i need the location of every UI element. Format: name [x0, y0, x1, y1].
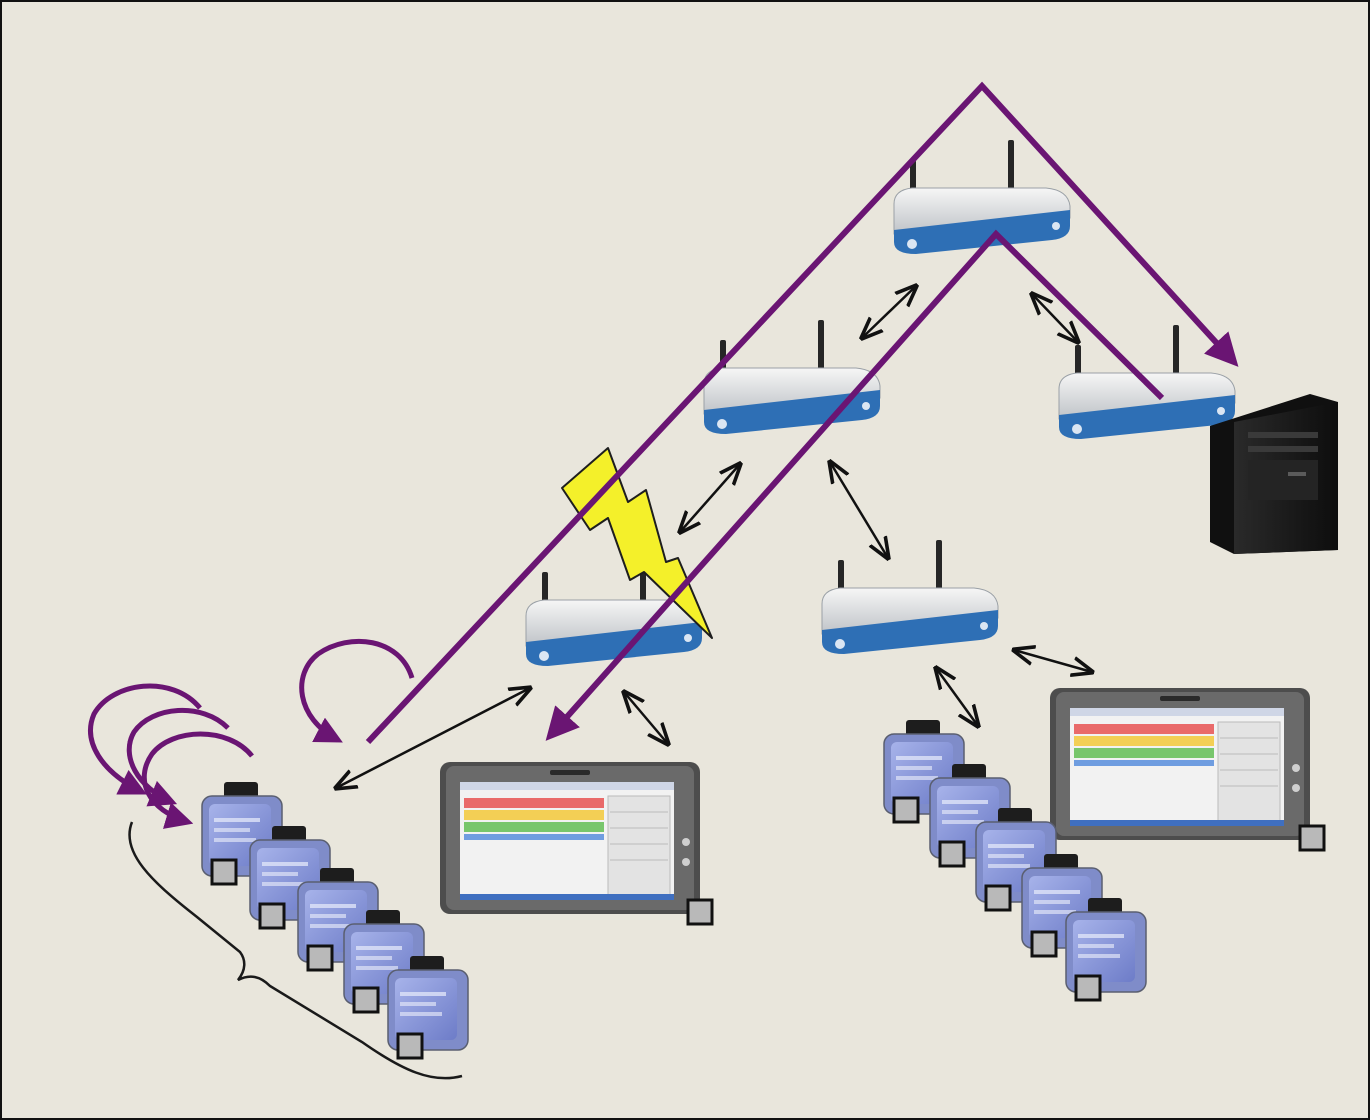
tablet-left-tag: [686, 898, 714, 926]
path-inner: [545, 229, 1165, 741]
routing-paths: [365, 81, 1239, 745]
device-group-left: [200, 780, 470, 1060]
router-middle: [703, 319, 881, 435]
server-icon: [1210, 394, 1338, 554]
retry-loops: [88, 639, 415, 829]
tablet-right-tag: [1298, 824, 1326, 852]
retry-loop-main: [299, 639, 415, 743]
retry-loop-1: [88, 683, 202, 795]
path-outer: [365, 81, 1239, 745]
group-brace: [128, 821, 463, 1080]
router-lower: [821, 539, 999, 655]
wireless-links: [336, 286, 1092, 788]
tablet-right: [1049, 687, 1311, 841]
retry-loop-3: [141, 731, 254, 829]
tablet-left: [439, 761, 701, 915]
